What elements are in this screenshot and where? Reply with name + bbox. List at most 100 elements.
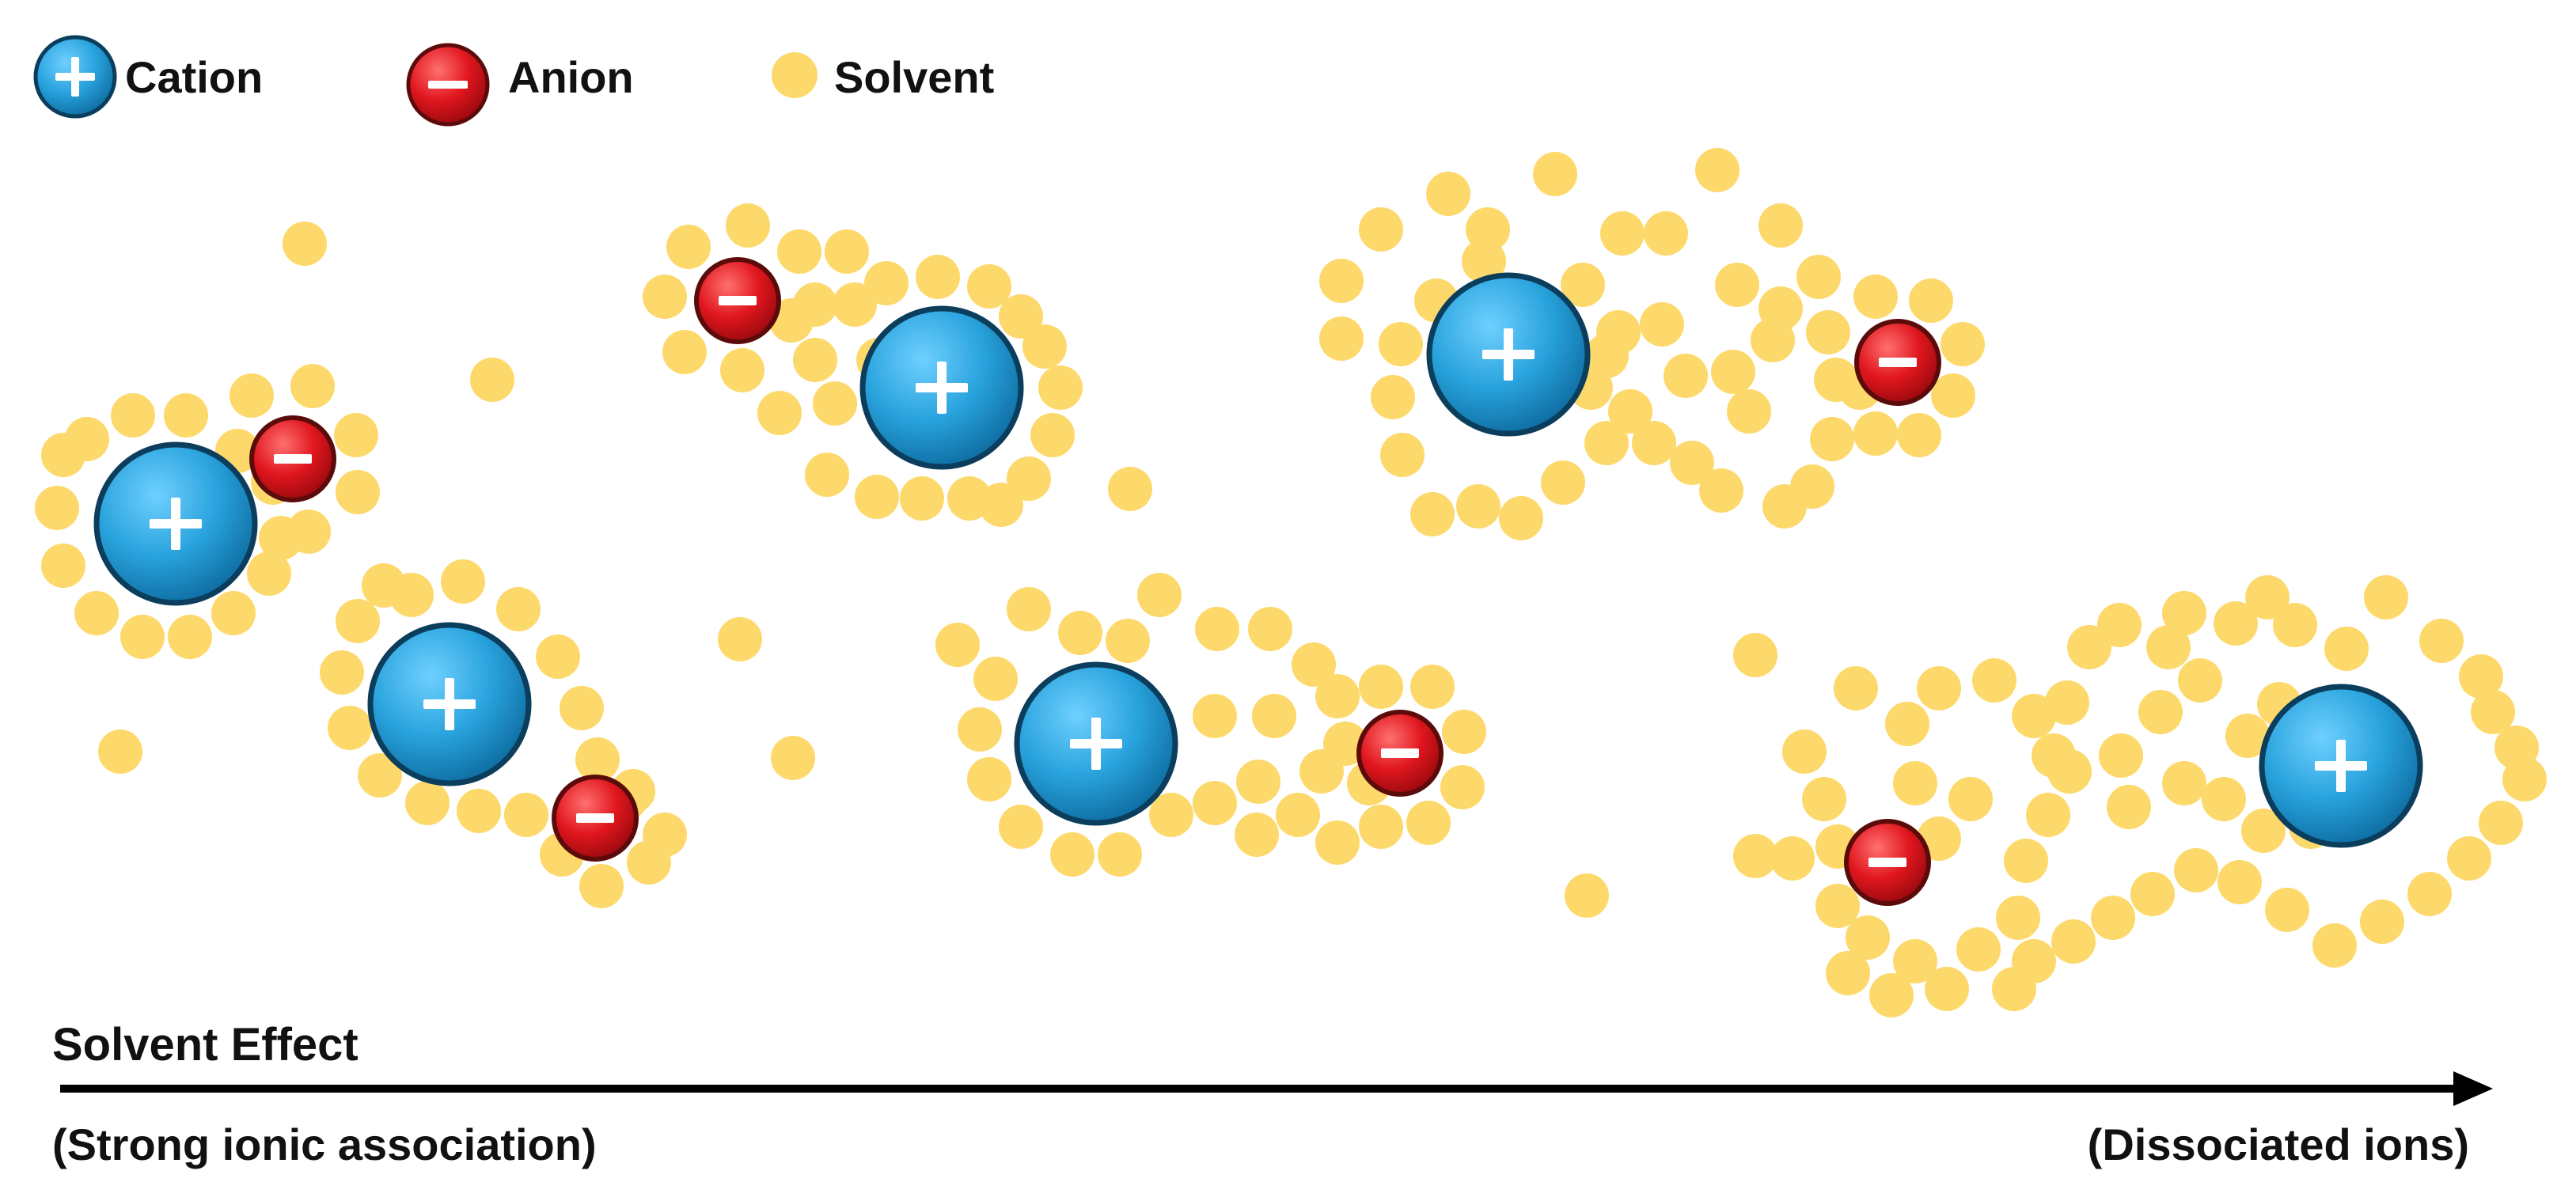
plus-icon bbox=[2315, 740, 2367, 792]
solvent-molecule bbox=[1996, 896, 2040, 940]
solvent-molecule bbox=[1315, 674, 1360, 718]
solvent-molecule bbox=[1948, 777, 1993, 821]
solvent-molecule bbox=[1462, 239, 1506, 283]
solvent-molecule bbox=[1380, 433, 1425, 477]
solvent-molecule bbox=[916, 255, 960, 299]
anion bbox=[694, 257, 781, 344]
solvent-molecule bbox=[2097, 603, 2142, 647]
solvent-molecule bbox=[1442, 710, 1486, 754]
solvent-molecule bbox=[358, 753, 402, 798]
solvent-molecule bbox=[35, 486, 79, 530]
solvent-molecule bbox=[1893, 939, 1937, 983]
solvent-molecule bbox=[999, 294, 1043, 339]
solvent-molecule bbox=[967, 264, 1011, 309]
solvent-molecule bbox=[1600, 211, 1645, 256]
solvent-molecule bbox=[1248, 607, 1292, 651]
solvent-molecule bbox=[2099, 733, 2143, 778]
solvent-molecule bbox=[1007, 587, 1051, 631]
solvent-molecule bbox=[1315, 820, 1360, 865]
solvent-molecule bbox=[2360, 900, 2404, 944]
solvent-molecule bbox=[536, 635, 580, 679]
solvent-molecule bbox=[2026, 793, 2070, 837]
solvent-molecule bbox=[1796, 255, 1841, 299]
solvent-molecule bbox=[662, 330, 707, 374]
cation bbox=[93, 441, 258, 606]
solvent-molecule bbox=[1992, 967, 2036, 1011]
solvent-molecule bbox=[334, 413, 378, 457]
solvent-molecule bbox=[1359, 207, 1403, 252]
solvent-molecule bbox=[1762, 484, 1807, 529]
solvent-molecule bbox=[164, 393, 208, 438]
cation bbox=[1426, 272, 1591, 437]
ions bbox=[93, 257, 2423, 906]
solvent-molecule bbox=[973, 657, 1018, 701]
solvent-molecule bbox=[1972, 658, 2016, 703]
solvent-molecule bbox=[328, 706, 372, 750]
legend-cation-label: Cation bbox=[125, 52, 263, 102]
solvent-molecule bbox=[320, 650, 364, 695]
solvent-molecule bbox=[2217, 860, 2262, 904]
solvent-molecule bbox=[2225, 714, 2270, 758]
solvent-molecule bbox=[1533, 152, 1577, 196]
solvent-molecule bbox=[2471, 690, 2515, 734]
solvent-molecule bbox=[211, 591, 256, 635]
solvent-molecule bbox=[813, 381, 857, 426]
legend: Cation Anion Solvent bbox=[33, 35, 994, 127]
solvent-molecule bbox=[2245, 575, 2290, 619]
solvent-molecule bbox=[1770, 836, 1815, 881]
solvent-molecule bbox=[168, 615, 212, 659]
solvent-molecule bbox=[1758, 286, 1803, 331]
anion bbox=[1854, 319, 1941, 406]
solvent-molecule bbox=[1853, 411, 1898, 456]
solvent-molecule bbox=[2162, 591, 2206, 635]
legend-solvent-label: Solvent bbox=[834, 52, 994, 102]
solvent-molecule bbox=[230, 373, 274, 418]
solvent-molecule bbox=[1137, 573, 1182, 617]
solvent-molecule bbox=[958, 707, 1002, 752]
solvent-molecule bbox=[643, 275, 687, 319]
solvent-molecule bbox=[1846, 915, 1890, 960]
solvent-molecule bbox=[1561, 263, 1605, 307]
solvent-molecule bbox=[1410, 492, 1455, 536]
solvent-molecule bbox=[120, 615, 165, 659]
solvent-molecule bbox=[2502, 757, 2547, 801]
solvent-molecule bbox=[935, 623, 980, 667]
cation bbox=[859, 305, 1024, 470]
solvent-molecule bbox=[1323, 722, 1368, 766]
solvent-molecule bbox=[2447, 836, 2491, 881]
solvent-molecule bbox=[666, 225, 711, 269]
solvent-molecule bbox=[2178, 658, 2222, 703]
plus-icon bbox=[916, 362, 968, 414]
solvent-molecule bbox=[389, 573, 434, 617]
solvent-molecule bbox=[1834, 666, 1878, 710]
cation bbox=[2259, 684, 2423, 848]
solvent-molecule bbox=[855, 475, 899, 519]
solvent-molecule bbox=[777, 229, 821, 274]
solvent-molecule bbox=[1853, 275, 1898, 319]
solvent-molecule bbox=[2241, 809, 2286, 853]
solvent-molecule bbox=[1371, 375, 1415, 419]
solvent-molecule bbox=[1359, 665, 1403, 709]
legend-anion: Anion bbox=[406, 43, 634, 127]
solvent-molecule bbox=[793, 282, 837, 327]
solvent-molecule bbox=[2459, 654, 2503, 699]
solvent-molecule bbox=[441, 559, 485, 604]
arrow-head-icon bbox=[2453, 1071, 2493, 1106]
solvent-molecule bbox=[864, 261, 909, 305]
solvent-molecule bbox=[2324, 627, 2369, 671]
solvent-molecule bbox=[726, 203, 770, 248]
cation-icon bbox=[33, 35, 117, 119]
solvent-molecule bbox=[470, 358, 514, 402]
solvent-molecule bbox=[1640, 302, 1684, 347]
minus-icon bbox=[576, 813, 614, 823]
solvent-molecule bbox=[1632, 421, 1676, 465]
solvent-molecule bbox=[1022, 324, 1067, 369]
solvent-molecule bbox=[805, 453, 849, 497]
solvent-molecule bbox=[579, 864, 624, 908]
solvent-molecule bbox=[1030, 413, 1075, 457]
solvent-effect-axis: Solvent Effect (Strong ionic association… bbox=[52, 1019, 2493, 1169]
solvent-molecule bbox=[1193, 781, 1237, 825]
solvent-molecule bbox=[1670, 441, 1714, 485]
solvent-molecule bbox=[2214, 601, 2258, 646]
